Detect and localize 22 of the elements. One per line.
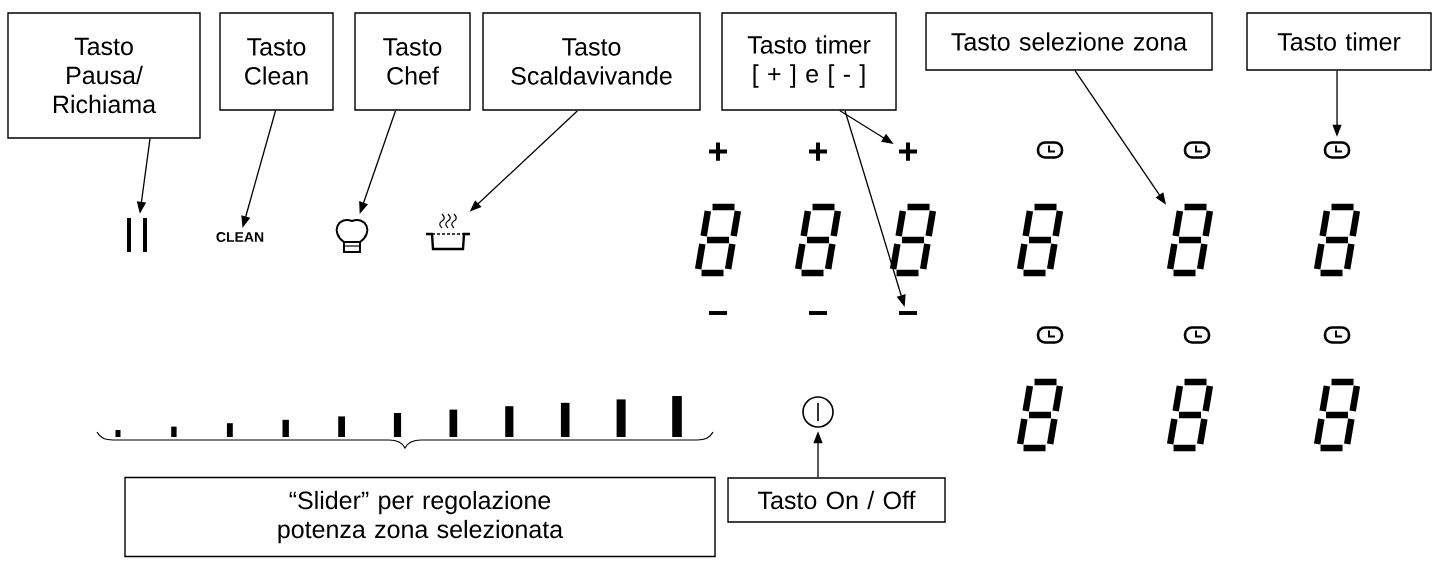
power-icon <box>802 396 834 428</box>
label-box: Tasto Clean <box>219 12 334 111</box>
label-box: Tasto Scaldavivande <box>482 12 701 111</box>
label-box: Tasto timer <box>1246 12 1432 71</box>
key-label: CLEAN <box>216 232 264 242</box>
pause-icon <box>127 218 147 252</box>
label-box: Tasto Chef <box>354 12 471 111</box>
label-box: “Slider” per regolazione potenza zona selezionata <box>124 476 716 558</box>
sign: − <box>809 311 828 315</box>
label-box: Tasto selezione zona <box>925 12 1213 71</box>
label-box: Tasto On / Off <box>727 477 946 523</box>
chef-hat-icon <box>335 219 369 253</box>
seven-segment-digit <box>1166 203 1214 277</box>
label-box: Tasto Pausa/ Richiama <box>7 12 201 139</box>
sign: + <box>899 142 918 161</box>
pot-icon <box>426 213 470 251</box>
sign: + <box>709 142 728 161</box>
label-box: Tasto timer [ + ] e [ - ] <box>721 12 897 111</box>
sign: − <box>709 311 728 315</box>
clock-icon <box>1323 141 1351 159</box>
sign: + <box>809 142 828 161</box>
sign: − <box>899 311 918 315</box>
